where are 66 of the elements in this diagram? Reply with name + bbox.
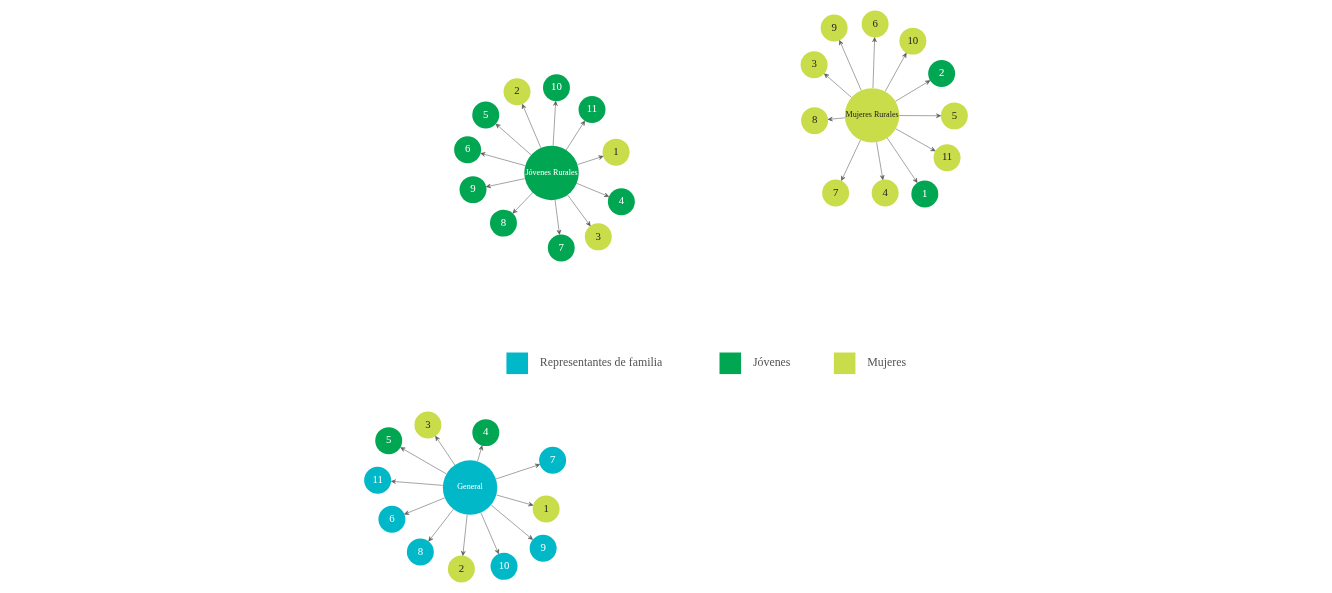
arrow xyxy=(899,113,941,118)
arrow xyxy=(495,123,532,156)
node-circle: 1 xyxy=(911,180,939,208)
arrow xyxy=(480,152,526,166)
arrow xyxy=(404,497,445,515)
node-circle: 5 xyxy=(940,102,968,130)
arrow xyxy=(391,479,444,486)
node-circle: 1 xyxy=(602,138,630,166)
node-circle: 7 xyxy=(547,234,575,262)
arrow xyxy=(887,137,918,183)
arrow xyxy=(554,199,562,235)
arrow xyxy=(824,73,852,98)
node-circle: 4 xyxy=(871,179,899,207)
arrow xyxy=(872,37,877,89)
node-circle: 7 xyxy=(539,446,567,474)
node-circle: 2 xyxy=(928,60,956,88)
node-circle: 1 xyxy=(532,495,560,523)
node-circle: 6 xyxy=(454,136,482,164)
arrow xyxy=(486,178,525,189)
arrow xyxy=(495,463,540,480)
node-circle: 6 xyxy=(378,505,406,533)
node-circle: General xyxy=(442,460,498,515)
node-circle: 11 xyxy=(578,96,606,123)
legend-label: Jóvenes xyxy=(752,355,791,370)
node-circle: Mujeres Rurales xyxy=(844,88,900,143)
arrow xyxy=(576,183,609,197)
node-circle: 10 xyxy=(543,74,570,102)
arrow xyxy=(566,120,585,151)
arrow xyxy=(895,80,931,102)
node-circle: 11 xyxy=(933,144,961,172)
node-circle: 6 xyxy=(861,10,889,38)
arrow xyxy=(428,508,454,542)
arrow xyxy=(552,101,558,146)
arrow xyxy=(827,116,846,122)
node-circle: 10 xyxy=(490,552,518,580)
node-circle: 2 xyxy=(447,555,475,583)
node-circle: 9 xyxy=(820,14,848,42)
arrow xyxy=(512,192,533,214)
legend-label: Mujeres xyxy=(867,355,907,370)
arrow xyxy=(876,142,885,180)
node-circle: 10 xyxy=(899,27,927,55)
arrow xyxy=(490,504,533,540)
arrow xyxy=(400,447,447,475)
node-circle: 4 xyxy=(472,419,500,447)
legend-label: Representantes de familia xyxy=(539,355,663,370)
arrow xyxy=(435,436,456,466)
arrow xyxy=(895,128,936,152)
node-circle: 4 xyxy=(607,188,635,216)
node-circle: 11 xyxy=(364,466,392,494)
node-circle: 3 xyxy=(414,411,442,439)
node-circle: 5 xyxy=(375,427,403,455)
arrow xyxy=(496,494,534,507)
arrow xyxy=(461,514,468,556)
node-circle: Jóvenes Rurales xyxy=(524,145,579,201)
arrow xyxy=(521,103,542,148)
arrow xyxy=(839,40,862,91)
arrow xyxy=(477,445,483,462)
arrow xyxy=(567,194,591,227)
node-circle: 2 xyxy=(503,78,531,106)
arrow xyxy=(884,52,907,92)
node-circle: 9 xyxy=(459,176,487,204)
node-circle: 7 xyxy=(822,179,850,207)
arrow xyxy=(841,139,861,181)
arrow xyxy=(577,155,604,165)
node-circle: 8 xyxy=(801,107,829,135)
arrow xyxy=(480,512,499,554)
